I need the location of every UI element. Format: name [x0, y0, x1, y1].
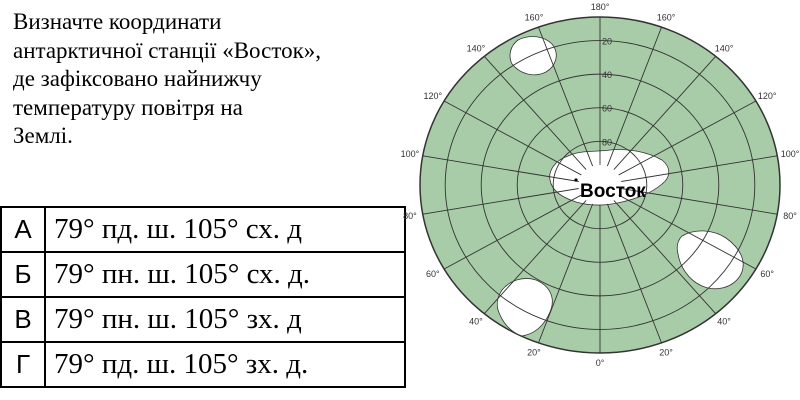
meridian-line [613, 56, 717, 170]
question-text: Визначте координати антарктичної станції… [13, 8, 398, 151]
question-line: температуру повітря на [13, 94, 243, 120]
answer-letter: В [0, 296, 46, 343]
south-america-landmass [496, 278, 553, 337]
question-line: антарктичної станції «Восток», [13, 37, 321, 63]
answer-row-b[interactable]: Б 79° пн. ш. 105° сх. д. [0, 251, 406, 298]
meridian-line [443, 194, 582, 270]
longitude-label: 60° [760, 269, 774, 279]
meridian-line [606, 26, 662, 167]
antarctica-map: 180° 160° 140° 120° 100° 80° 60° 40° 20° 0° 20° 40°… [401, 2, 800, 368]
meridian-line [621, 188, 778, 215]
meridian-line [443, 100, 582, 176]
meridian-line [618, 100, 757, 176]
question-line: Землі. [13, 123, 73, 148]
station-label: Восток [580, 181, 646, 202]
longitude-label: 100° [781, 149, 800, 159]
latitude-label: 40 [602, 70, 612, 80]
coordinate-grid [422, 17, 778, 353]
station-dot-icon [574, 178, 578, 182]
longitude-label: 140° [467, 44, 486, 54]
meridian-line [483, 200, 587, 314]
meridian-line [483, 56, 587, 170]
meridian-line [422, 188, 579, 215]
answer-text: 79° пн. ш. 105° зх. д [44, 296, 406, 343]
question-line: Визначте координати [13, 9, 222, 34]
longitude-label: 180° [591, 2, 610, 12]
longitude-label: 20° [659, 347, 673, 357]
longitude-label: 80° [783, 211, 797, 221]
meridian-line [538, 26, 594, 167]
longitude-label: 80° [403, 211, 417, 221]
answer-text: 79° пд. ш. 105° сх. д [44, 206, 406, 253]
answer-text: 79° пд. ш. 105° зх. д. [44, 341, 406, 388]
longitude-label: 140° [715, 44, 734, 54]
answer-text: 79° пн. ш. 105° сх. д. [44, 251, 406, 298]
longitude-label: 60° [426, 269, 440, 279]
answer-table: А 79° пд. ш. 105° сх. д Б 79° пн. ш. 105… [0, 206, 406, 388]
latitude-label: 20 [602, 37, 612, 47]
meridian-line [621, 155, 778, 182]
answer-row-a[interactable]: А 79° пд. ш. 105° сх. д [0, 206, 406, 253]
answer-row-g[interactable]: Г 79° пд. ш. 105° зх. д. [0, 341, 406, 388]
meridian-line [538, 203, 594, 344]
answer-letter: А [0, 206, 46, 253]
africa-landmass [676, 230, 744, 290]
meridian-line [422, 155, 579, 182]
meridian-line [606, 203, 662, 344]
longitude-label: 160° [657, 13, 676, 23]
longitude-label: 120° [758, 91, 777, 101]
answer-letter: Б [0, 251, 46, 298]
longitude-label: 100° [401, 149, 420, 159]
longitude-label: 160° [525, 13, 544, 23]
longitude-label: 40° [469, 316, 483, 326]
longitude-label: 40° [717, 316, 731, 326]
meridian-line [613, 200, 717, 314]
latitude-label: 60 [602, 104, 612, 114]
longitude-label: 20° [527, 347, 541, 357]
latitude-label: 80 [602, 137, 612, 147]
answer-letter: Г [0, 341, 46, 388]
coordinate-labels: 180° 160° 140° 120° 100° 80° 60° 40° 20° 0° 20° 40°… [401, 2, 800, 368]
meridian-line [618, 194, 757, 270]
longitude-label: 0° [596, 358, 605, 368]
longitude-label: 120° [424, 91, 443, 101]
station-marker: Восток [574, 178, 646, 202]
answer-row-v[interactable]: В 79° пн. ш. 105° зх. д [0, 296, 406, 343]
australia-landmass [509, 36, 557, 76]
question-line: де зафіксовано найнижчу [13, 66, 262, 91]
